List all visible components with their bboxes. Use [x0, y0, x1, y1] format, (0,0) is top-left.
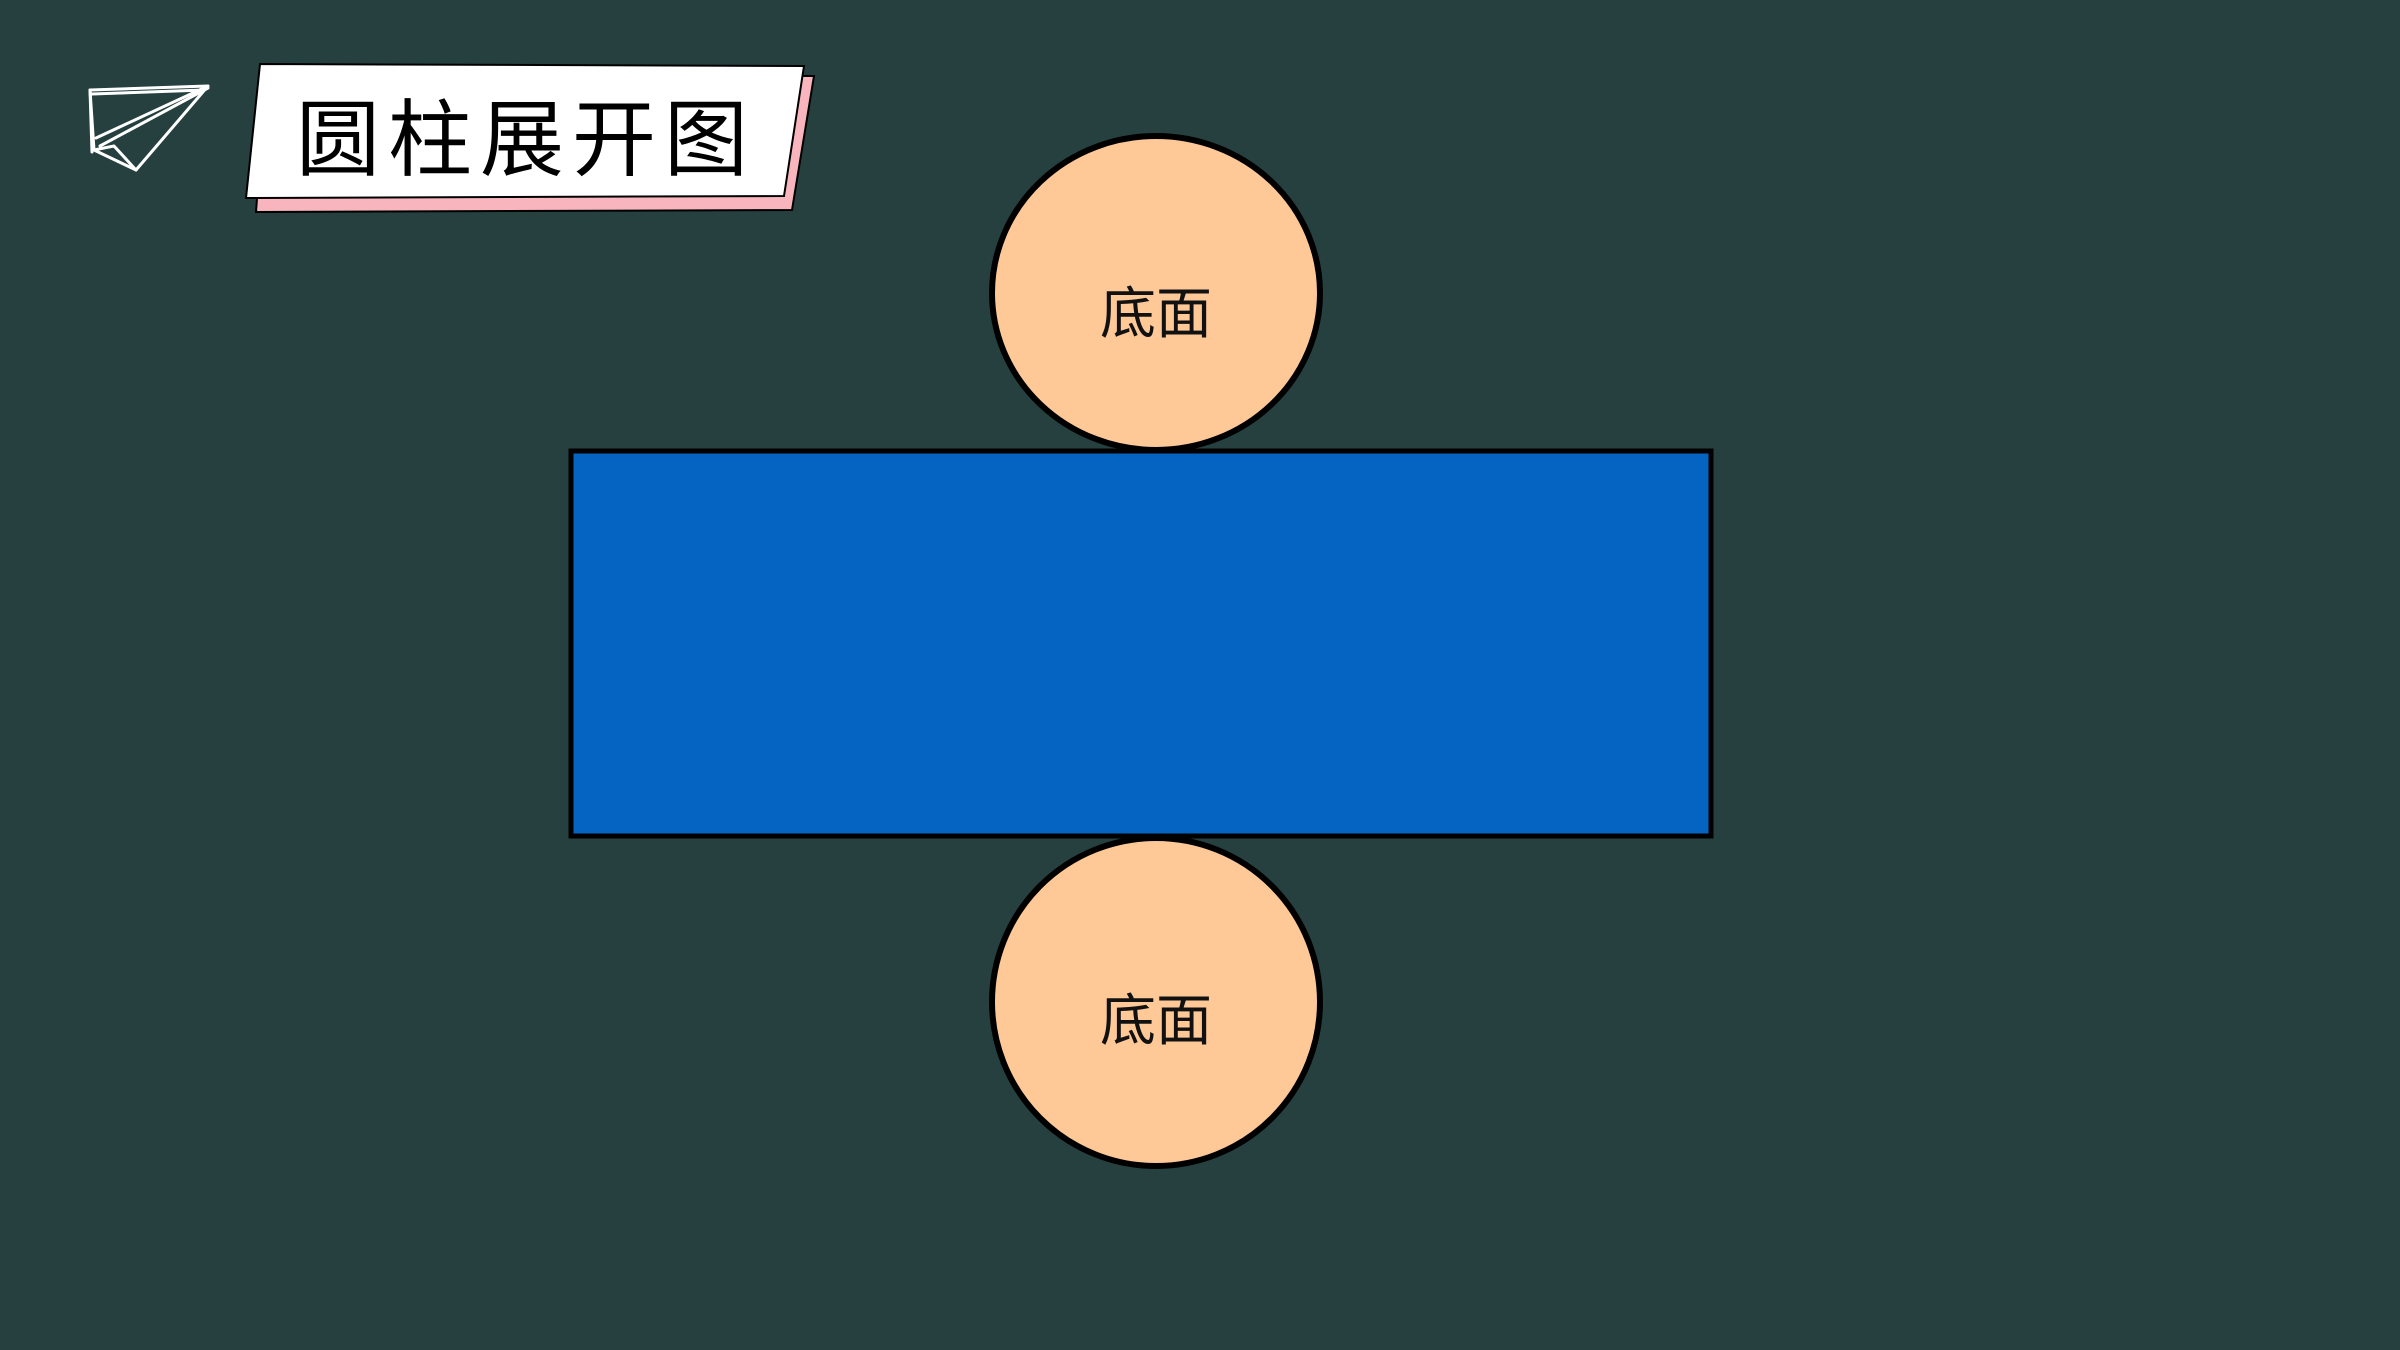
page-title: 圆柱展开图 — [296, 91, 757, 189]
top-base-label: 底面 — [1100, 282, 1212, 347]
title-card-face — [244, 62, 806, 200]
title-card — [244, 62, 816, 214]
paper-plane-icon — [88, 84, 210, 172]
bottom-base-circle — [989, 835, 1323, 1169]
lateral-surface-rectangle — [568, 448, 1714, 839]
bottom-base-label: 底面 — [1100, 989, 1212, 1054]
